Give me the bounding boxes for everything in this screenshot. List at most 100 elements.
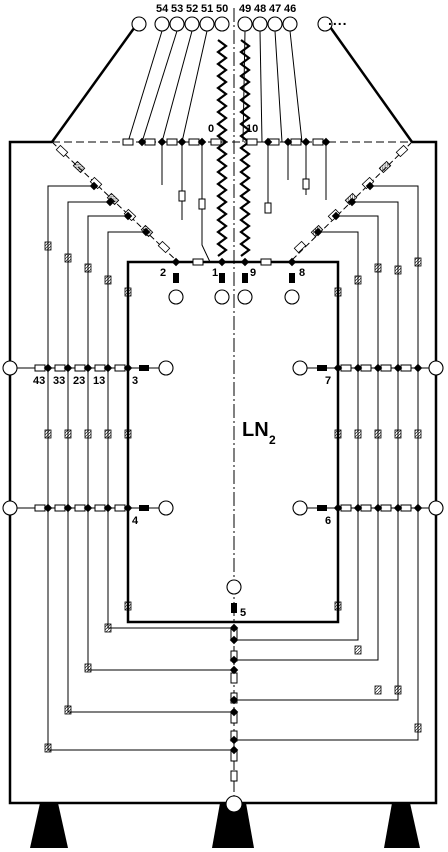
- junction-dot: [365, 181, 375, 191]
- sensor-element: [374, 263, 382, 273]
- sensor-element: [334, 429, 342, 439]
- junction-dot: [373, 503, 383, 513]
- label-6: 6: [325, 515, 331, 527]
- junction-dot: [393, 363, 403, 373]
- top-connector: [267, 16, 283, 32]
- resistor: [360, 364, 372, 372]
- wire: [234, 185, 419, 741]
- sensor-element: [354, 429, 362, 439]
- label-43: 43: [33, 375, 45, 387]
- wire: [234, 201, 399, 701]
- resistor: [400, 364, 412, 372]
- junction-dot: [333, 503, 343, 513]
- resistor: [360, 504, 372, 512]
- wire: [289, 30, 303, 143]
- resistor: [94, 504, 106, 512]
- resistor: [94, 364, 106, 372]
- junction-dot: [321, 137, 331, 147]
- vessel-label: LN: [242, 419, 269, 441]
- label-7: 7: [325, 375, 331, 387]
- sensor-element: [414, 257, 422, 267]
- wire: [67, 201, 234, 713]
- heater-element: [231, 603, 237, 613]
- label-5: 5: [240, 607, 246, 619]
- sensor-element: [84, 663, 92, 673]
- junction-dot: [373, 363, 383, 373]
- wire: [87, 215, 234, 671]
- resistor: [210, 138, 222, 146]
- resistor: [188, 138, 200, 146]
- resistor: [380, 364, 392, 372]
- wire: [181, 30, 208, 143]
- junction-dot: [413, 503, 423, 513]
- label-33: 33: [53, 375, 65, 387]
- label-8: 8: [299, 267, 305, 279]
- vessel-label-subscript: 2: [269, 433, 276, 447]
- sensor-element: [124, 287, 132, 297]
- resistor: [122, 138, 134, 146]
- resistor: [290, 138, 302, 146]
- junction-dot: [347, 197, 357, 207]
- sensor-element: [44, 743, 52, 753]
- heater-element: [219, 273, 225, 283]
- feedthrough-connector: [214, 289, 230, 305]
- sensor-element: [104, 429, 112, 439]
- resistor: [312, 138, 324, 146]
- wire: [259, 30, 263, 143]
- sensor-element: [334, 601, 342, 611]
- junction-dot: [197, 137, 207, 147]
- resistor: [260, 258, 272, 266]
- feedthrough-connector: [226, 579, 242, 595]
- resistor: [246, 138, 258, 146]
- sensor-element: [104, 275, 112, 285]
- junction-dot: [105, 197, 115, 207]
- diagonal-element: [395, 144, 409, 158]
- top-connector: [199, 16, 215, 32]
- label-10: 10: [246, 123, 258, 135]
- top-connector: [154, 16, 170, 32]
- resistor: [192, 258, 204, 266]
- sensor-element: [64, 705, 72, 715]
- top-connector-label: 50: [216, 3, 228, 15]
- feedthrough-connector: [292, 360, 308, 376]
- sensor-element: [104, 623, 112, 633]
- junction-dot: [123, 363, 133, 373]
- resistor: [54, 364, 66, 372]
- wire: [127, 30, 163, 143]
- sensor-element: [84, 263, 92, 273]
- top-connector-label: 52: [186, 3, 198, 15]
- junction-dot: [141, 227, 151, 237]
- label-1: 1: [212, 267, 218, 279]
- sensor-element: [44, 429, 52, 439]
- label-3: 3: [132, 375, 138, 387]
- heater-element: [139, 365, 149, 371]
- sensor-element: [374, 429, 382, 439]
- top-flange: [50, 23, 414, 143]
- heater-element: [289, 273, 295, 283]
- top-connector-label: 54: [156, 3, 169, 15]
- sensor-element: [64, 253, 72, 263]
- resistor: [302, 178, 310, 190]
- junction-dot: [63, 363, 73, 373]
- top-connector: [237, 16, 253, 32]
- label-0: 0: [208, 123, 214, 135]
- sensor-element: [44, 241, 52, 251]
- junction-dot: [331, 211, 341, 221]
- diagonal-element: [293, 240, 307, 254]
- top-connector-label: 51: [201, 3, 213, 15]
- resistor: [144, 138, 156, 146]
- resistor: [166, 138, 178, 146]
- junction-dot: [353, 503, 363, 513]
- junction-dot: [287, 257, 297, 267]
- resistor: [54, 504, 66, 512]
- sensor-element: [354, 645, 362, 655]
- resistor: [230, 672, 238, 684]
- junction-dot: [413, 363, 423, 373]
- junction-dot: [43, 503, 53, 513]
- resistor: [114, 504, 126, 512]
- feedthrough-connector: [237, 289, 253, 305]
- top-connector: [131, 16, 147, 32]
- wire: [161, 30, 193, 143]
- feedthrough-connector: [168, 289, 184, 305]
